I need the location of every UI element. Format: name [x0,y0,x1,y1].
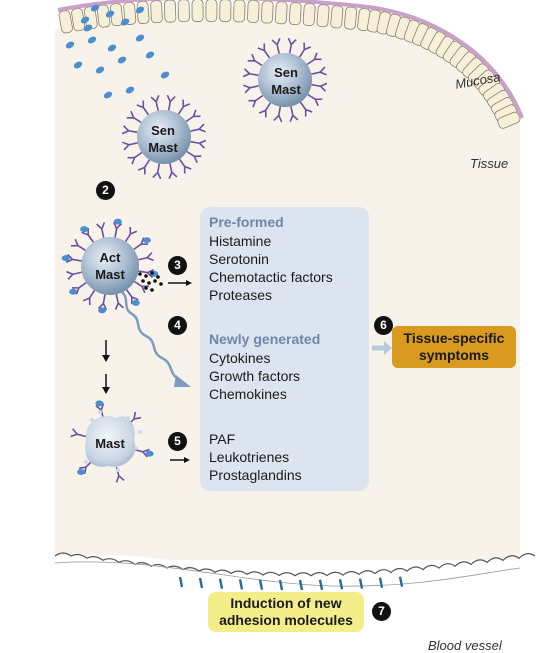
lipid-mediator-item: PAF [209,431,236,447]
arrow-newly-generated [121,291,181,382]
adhesion-molecule [318,579,324,590]
adhesion-molecule [198,577,204,589]
sensitized-mast-cell [242,37,328,123]
epithelial-cell [316,4,330,28]
allergen [107,44,117,52]
epithelial-cell [261,0,274,24]
preformed-heading: Pre-formed [209,214,284,230]
newly-generated-item: Cytokines [209,350,271,366]
allergen [90,4,100,12]
lipid-mediator-item: Leukotrienes [209,449,290,465]
allergen [135,34,145,42]
preformed-item: Serotonin [209,251,269,267]
activated-mast-cell [61,218,159,314]
allergen [83,24,93,32]
allergen [65,41,75,49]
allergen [117,56,127,64]
epithelial-cell [247,0,260,23]
degranulated-mast-cell [70,400,154,483]
epithelial-cell [233,0,246,23]
adhesion-molecule [258,579,264,591]
epithelial-cell [191,0,204,22]
mast-cells [61,37,328,483]
allergen [145,51,155,59]
preformed-group: Pre-formed Histamine Serotonin Chemotact… [209,212,333,304]
step-3-marker: 3 [168,256,187,275]
preformed-item: Proteases [209,287,273,303]
epithelial-cell [497,111,521,129]
step-4-marker: 4 [168,316,187,335]
adhesion-molecule [338,579,344,590]
epithelial-cell [58,10,73,34]
epithelial-cell [205,0,218,22]
epithelial-cell [288,2,302,26]
epithelial-cell [219,0,232,23]
adhesion-molecule [278,579,284,591]
step-2-marker: 2 [96,181,115,200]
adhesion-molecule [358,578,364,589]
allergen [120,18,130,26]
newly-generated-group: Newly generated Cytokines Growth factors… [209,329,320,403]
induction-box [208,592,364,632]
step-7-marker: 7 [372,602,391,621]
adhesion-molecule [178,576,184,588]
allergen [125,86,135,94]
sensitized-mast-cell [121,94,207,180]
step-6-marker: 6 [374,316,393,335]
adhesion-molecule [398,576,404,587]
epithelial-cell [343,6,358,30]
granule-release [138,271,163,292]
blood-vessel-label: Blood vessel [428,638,502,653]
allergen [160,71,170,79]
preformed-item: Histamine [209,233,272,249]
newly-generated-item: Chemokines [209,386,287,402]
allergen [135,6,145,14]
outcome-box [392,326,516,368]
adhesion-molecule [298,579,304,591]
allergen [103,91,113,99]
epithelial-cell [274,1,288,25]
allergen [95,66,105,74]
step-5-marker: 5 [168,432,187,451]
preformed-item: Chemotactic factors [209,269,333,285]
mediator-box [200,207,369,491]
newly-generated-item: Growth factors [209,368,301,384]
allergen [73,61,83,69]
newly-generated-heading: Newly generated [209,331,321,347]
allergen-particles [65,4,170,99]
adhesion-molecule [378,577,384,588]
tissue-label: Tissue [470,156,509,171]
lipid-mediator-group: PAF Leukotrienes Prostaglandins [209,430,302,484]
allergen [87,36,97,44]
epithelial-cell [302,3,316,27]
epithelial-cell [163,0,177,23]
lipid-mediator-item: Prostaglandins [209,467,302,483]
epithelial-cell [177,0,190,23]
adhesion-molecule [238,579,244,590]
epithelial-cell [150,0,163,24]
epithelial-cell [330,5,344,29]
adhesion-molecule [218,578,224,590]
adhesion-molecules [178,576,404,591]
mucosa-membrane [57,0,524,119]
allergen [80,16,90,24]
allergen [105,10,115,18]
degranulated-mast-cell-label: Mast [95,436,125,451]
